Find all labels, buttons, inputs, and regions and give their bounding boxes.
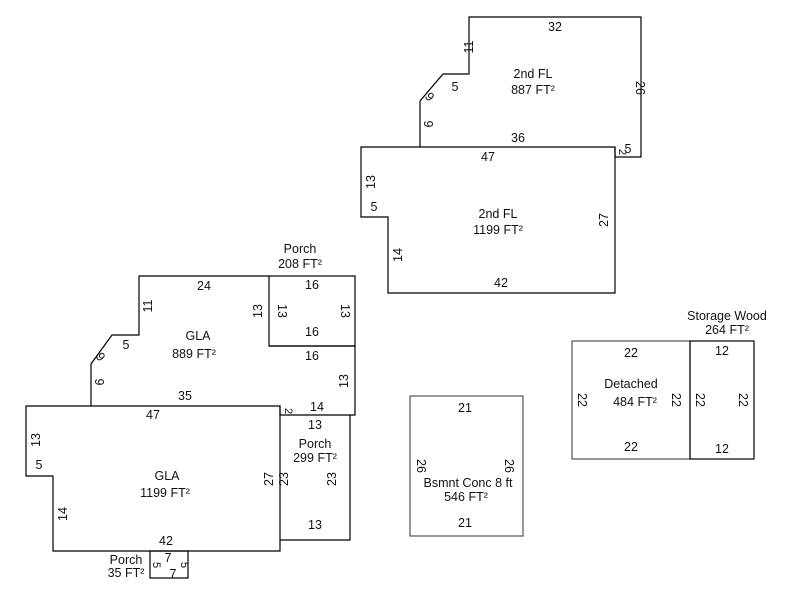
area-name: Detached	[604, 377, 658, 391]
area-size: 264 FT²	[705, 323, 749, 337]
area-name: Bsmnt Conc 8 ft	[424, 476, 513, 490]
dim-right: 23	[325, 472, 339, 486]
dim-left: 26	[414, 459, 428, 473]
wall-outline	[268, 275, 356, 347]
dim-left: 23	[277, 472, 291, 486]
area-name: GLA	[154, 469, 180, 483]
dim-left-lower: 14	[391, 248, 405, 262]
dim-diagonal: 6	[422, 89, 437, 103]
dim-bottom: 35	[178, 389, 192, 403]
dim-left-lower: 9	[421, 121, 435, 128]
area-porch-208: Porch 208 FT² 16 16 13 13	[268, 242, 356, 347]
area-porch-299: 13 13 23 23 Porch 299 FT²	[277, 415, 351, 541]
area-second-floor-upper: 32 26 11 5 6 9 36 2 5 2nd FL 887 FT²	[419, 16, 647, 158]
dim-right: 5	[178, 562, 190, 568]
area-size: 887 FT²	[511, 83, 555, 97]
area-size: 1199 FT²	[473, 223, 523, 237]
dim-top: 12	[715, 344, 729, 358]
dim-bottom: 12	[715, 442, 729, 456]
area-name: Porch	[299, 437, 332, 451]
dim-right: 27	[597, 213, 611, 227]
dim-bottom-right-step: 2	[616, 149, 628, 155]
dim-bottom: 21	[458, 516, 472, 530]
dim-left: 22	[575, 393, 589, 407]
wall-outline	[360, 146, 616, 294]
dim-top: 47	[146, 408, 160, 422]
dim-right: 26	[502, 459, 516, 473]
dim-bottom: 16	[305, 325, 319, 339]
area-storage: Storage Wood 264 FT² 12 12 22 22	[687, 309, 767, 460]
area-name: Storage Wood	[687, 309, 767, 323]
dim-bottom-right: 5	[625, 142, 632, 156]
dim-left: 5	[150, 562, 162, 568]
dim-bottom: 36	[511, 131, 525, 145]
wall-outline	[419, 16, 642, 158]
area-name: 2nd FL	[479, 207, 518, 221]
dim-step: 5	[123, 338, 130, 352]
wall-outline	[149, 550, 189, 579]
area-size: 889 FT²	[172, 347, 216, 361]
area-size: 208 FT²	[278, 257, 322, 271]
dim-bottom-right-step: 2	[282, 408, 294, 414]
dim-left-upper: 11	[141, 299, 155, 312]
dim-right: 26	[633, 81, 647, 95]
area-gla-upper: 24 11 5 6 9 35 13 16 13 14 2 GLA 889 FT²	[90, 275, 356, 416]
dim-bottom: 42	[159, 534, 173, 548]
area-size: 484 FT²	[613, 395, 657, 409]
dim-right: 22	[669, 393, 683, 407]
dim-left-lower: 14	[56, 507, 70, 521]
dim-top: 22	[624, 346, 638, 360]
dim-diagonal: 6	[93, 349, 108, 363]
dim-bottom: 22	[624, 440, 638, 454]
dim-bottom: 7	[170, 567, 177, 581]
dim-step: 5	[36, 458, 43, 472]
dim-top: 21	[458, 401, 472, 415]
dim-bottom: 42	[494, 276, 508, 290]
dim-top: 32	[548, 20, 562, 34]
area-second-floor-lower: 47 13 5 14 27 42 2nd FL 1199 FT²	[360, 146, 616, 294]
area-name: Porch	[284, 242, 317, 256]
dim-top: 7	[165, 551, 172, 565]
dim-top: 24	[197, 279, 211, 293]
dim-top: 47	[481, 150, 495, 164]
dim-bottom: 13	[308, 518, 322, 532]
dim-step: 5	[452, 80, 459, 94]
area-size: 35 FT²	[108, 566, 145, 580]
wall-outline	[280, 415, 351, 541]
wall-outline	[25, 405, 281, 552]
dim-right: 22	[736, 393, 750, 407]
area-basement: 21 21 26 26 Bsmnt Conc 8 ft 546 FT²	[409, 395, 524, 537]
area-gla-lower: 47 13 5 14 27 42 GLA 1199 FT²	[25, 405, 281, 552]
area-porch-35: Porch 35 FT² 7 7 5 5	[108, 550, 190, 581]
dim-top: 16	[305, 278, 319, 292]
dim-left-upper: 13	[29, 433, 43, 447]
area-name: 2nd FL	[514, 67, 553, 81]
dim-inner-right: 13	[251, 304, 265, 318]
area-detached: 22 22 22 22 Detached 484 FT²	[571, 340, 691, 460]
dim-right: 27	[262, 472, 276, 486]
dim-right: 13	[338, 304, 352, 318]
area-name: Porch	[110, 553, 143, 567]
dim-step: 5	[371, 200, 378, 214]
area-size: 299 FT²	[293, 451, 337, 465]
area-size: 1199 FT²	[140, 486, 190, 500]
dim-bottom-right: 14	[310, 400, 324, 414]
dim-left-lower: 9	[92, 379, 106, 386]
dim-left: 13	[275, 304, 289, 318]
wall-outline	[689, 340, 755, 460]
dim-left-upper: 11	[462, 40, 476, 53]
dim-right-lower-top: 16	[305, 349, 319, 363]
area-name: GLA	[185, 329, 211, 343]
wall-outline	[90, 275, 269, 406]
dim-left-upper: 13	[364, 175, 378, 189]
area-size: 546 FT²	[444, 490, 488, 504]
dim-left: 22	[693, 393, 707, 407]
dim-right-lower: 13	[337, 374, 351, 388]
dim-top: 13	[308, 418, 322, 432]
wall-outline	[409, 395, 524, 537]
